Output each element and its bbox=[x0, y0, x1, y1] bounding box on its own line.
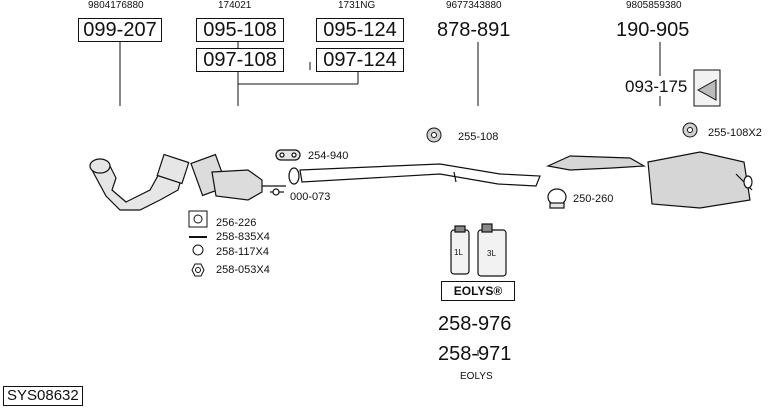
fitting-icons bbox=[188, 210, 208, 277]
reference-number: 9804176880 bbox=[88, 0, 144, 11]
reference-number: 1731NG bbox=[338, 0, 376, 11]
part-label[interactable]: 258-053X4 bbox=[216, 264, 270, 276]
catalytic-converter-part bbox=[190, 153, 286, 201]
part-number-box[interactable]: 095-124 bbox=[316, 18, 404, 42]
part-label[interactable]: 254-940 bbox=[308, 150, 349, 162]
downpipe-part bbox=[89, 153, 190, 211]
eolys-caption: EOLYS bbox=[460, 371, 493, 382]
part-label[interactable]: 250-260 bbox=[573, 193, 614, 205]
mounting-bracket-part bbox=[693, 69, 721, 107]
rear-silencer-part bbox=[546, 151, 753, 209]
middle-pipe-part bbox=[299, 163, 541, 187]
eolys-bottles bbox=[450, 223, 507, 277]
part-label[interactable]: 255-108 bbox=[458, 131, 499, 143]
part-number[interactable]: 258-976 bbox=[438, 313, 512, 335]
reference-number: 9677343880 bbox=[446, 0, 502, 11]
part-number-box[interactable]: 097-108 bbox=[196, 48, 284, 72]
part-number[interactable]: 258-971 bbox=[438, 343, 512, 365]
part-number[interactable]: 093-175 bbox=[625, 77, 688, 96]
part-number[interactable]: 878-891 bbox=[437, 19, 511, 41]
part-number-box[interactable]: 095-108 bbox=[196, 18, 284, 42]
bottle-label: 1L bbox=[454, 248, 463, 257]
system-code: SYS08632 bbox=[3, 386, 83, 406]
part-label[interactable]: 256-226 bbox=[216, 217, 257, 229]
part-label[interactable]: 255-108X2 bbox=[708, 127, 762, 139]
eolys-badge: EOLYS® bbox=[441, 281, 515, 301]
part-label[interactable]: 258-117X4 bbox=[216, 246, 270, 258]
reference-number: 9805859380 bbox=[626, 0, 682, 11]
rubber-hanger-icons bbox=[426, 122, 698, 143]
clamp-254-940-part bbox=[275, 149, 301, 161]
part-number[interactable]: 190-905 bbox=[616, 19, 690, 41]
reference-number: 174021 bbox=[218, 0, 252, 11]
part-number-box[interactable]: 099-207 bbox=[78, 18, 162, 42]
part-label[interactable]: 000-073 bbox=[290, 191, 331, 203]
gasket-000-073-part bbox=[270, 167, 300, 196]
part-number-box[interactable]: 097-124 bbox=[316, 48, 404, 72]
part-label[interactable]: 258-835X4 bbox=[216, 231, 270, 243]
clamp-250-260-part bbox=[547, 188, 567, 209]
bottle-label: 3L bbox=[487, 249, 496, 258]
